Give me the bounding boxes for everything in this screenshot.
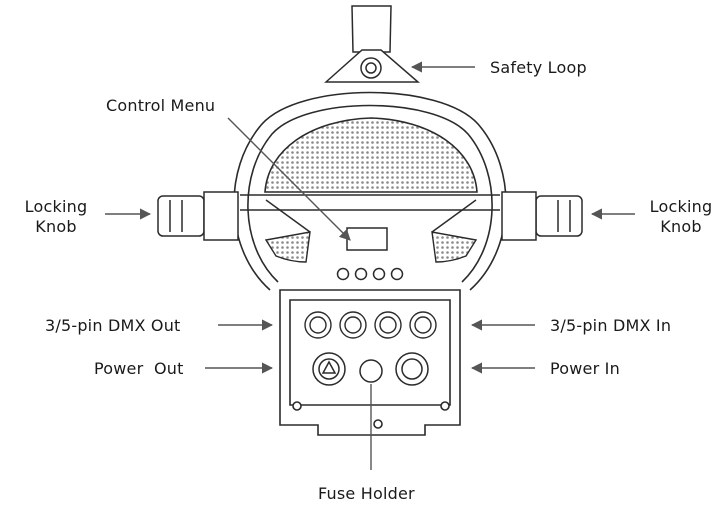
left-locking-knob <box>157 191 239 241</box>
yoke <box>240 194 500 233</box>
upper-grille <box>264 117 478 193</box>
control-display <box>346 227 388 251</box>
right-locking-knob <box>501 191 583 241</box>
label-power-out: Power Out <box>94 359 184 378</box>
label-locking-knob-right-line2: Knob <box>660 217 702 236</box>
arrow-control-menu <box>227 117 351 241</box>
fuse-holder <box>359 359 383 383</box>
label-locking-knob-left: Locking Knob <box>20 197 92 237</box>
label-locking-knob-right: Locking Knob <box>645 197 717 237</box>
label-locking-knob-left-line1: Locking <box>24 197 88 216</box>
lower-left-grille <box>264 231 311 263</box>
safety-loop <box>324 5 421 83</box>
lower-right-grille <box>431 231 478 263</box>
label-locking-knob-right-line1: Locking <box>649 197 713 216</box>
power-in-connector <box>395 352 429 386</box>
label-locking-knob-left-line2: Knob <box>35 217 77 236</box>
power-out-connector <box>312 352 346 386</box>
label-dmx-out: 3/5-pin DMX Out <box>45 316 181 335</box>
label-fuse-holder: Fuse Holder <box>318 484 415 503</box>
dmx-connectors <box>304 311 437 339</box>
control-buttons <box>336 267 404 281</box>
leader-lines <box>105 61 635 470</box>
label-power-in: Power In <box>550 359 620 378</box>
label-control-menu: Control Menu <box>106 96 216 115</box>
label-dmx-in: 3/5-pin DMX In <box>550 316 672 335</box>
label-safety-loop: Safety Loop <box>490 58 587 77</box>
